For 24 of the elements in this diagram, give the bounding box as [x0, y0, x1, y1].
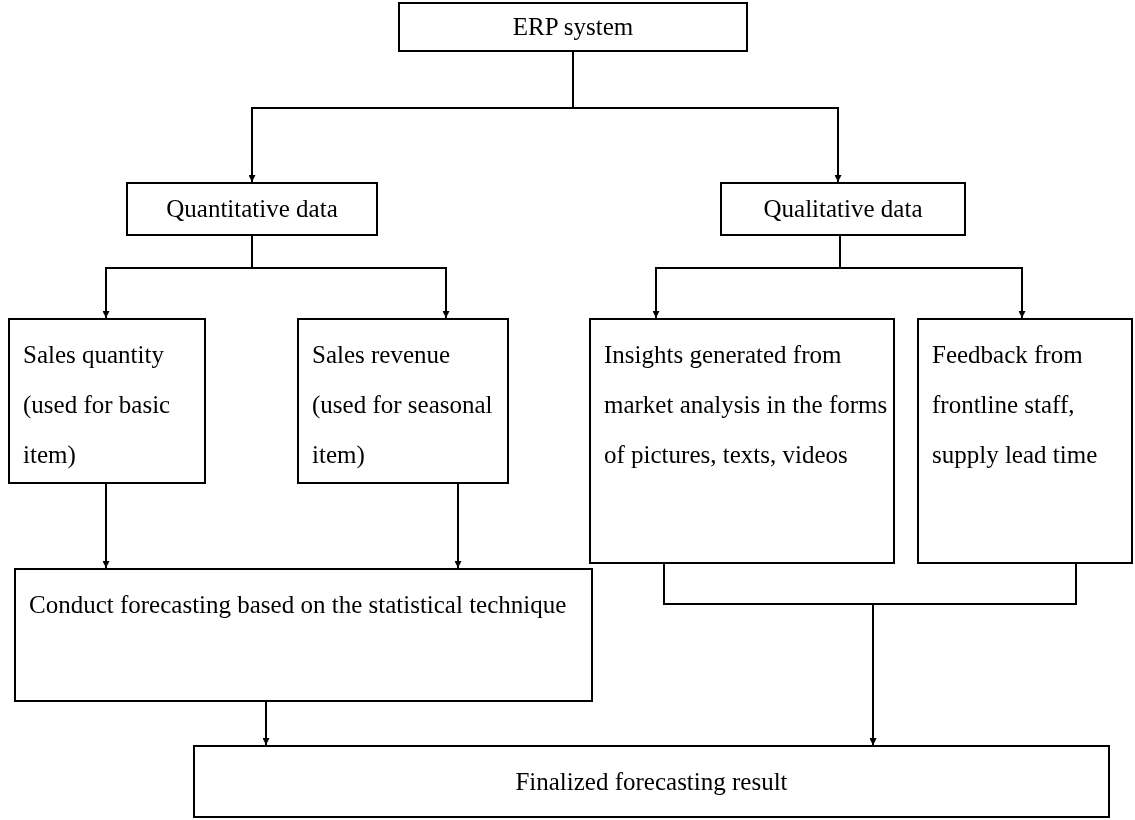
process-box	[126, 182, 378, 236]
process-box	[917, 318, 1133, 564]
process-box	[193, 745, 1110, 818]
arrow	[454, 483, 462, 569]
box-label: ERP system	[512, 13, 634, 41]
box-label: Sales quantity (used for basic item)	[22, 340, 172, 471]
box-label: Insights generated from market analysis in the forms of pictures, texts, videos	[603, 340, 889, 470]
box-label: Qualitative data	[763, 195, 923, 223]
arrow	[251, 235, 450, 319]
process-box	[14, 568, 593, 702]
box-label: Conduct forecasting based on the statistical technique	[28, 590, 568, 620]
process-box	[720, 182, 966, 236]
box-label: Quantitative data	[166, 195, 338, 223]
arrow	[869, 563, 1077, 746]
arrow	[102, 483, 110, 569]
box-label: Sales revenue (used for seasonal item)	[311, 340, 494, 471]
box-label: Finalized forecasting result	[515, 767, 788, 796]
arrow	[839, 235, 1026, 319]
arrow	[262, 701, 270, 746]
process-box	[589, 318, 895, 564]
process-box	[8, 318, 206, 484]
process-box	[398, 2, 748, 52]
box-label: Feedback from frontline staff, supply lead time	[931, 340, 1099, 470]
process-box	[297, 318, 509, 484]
